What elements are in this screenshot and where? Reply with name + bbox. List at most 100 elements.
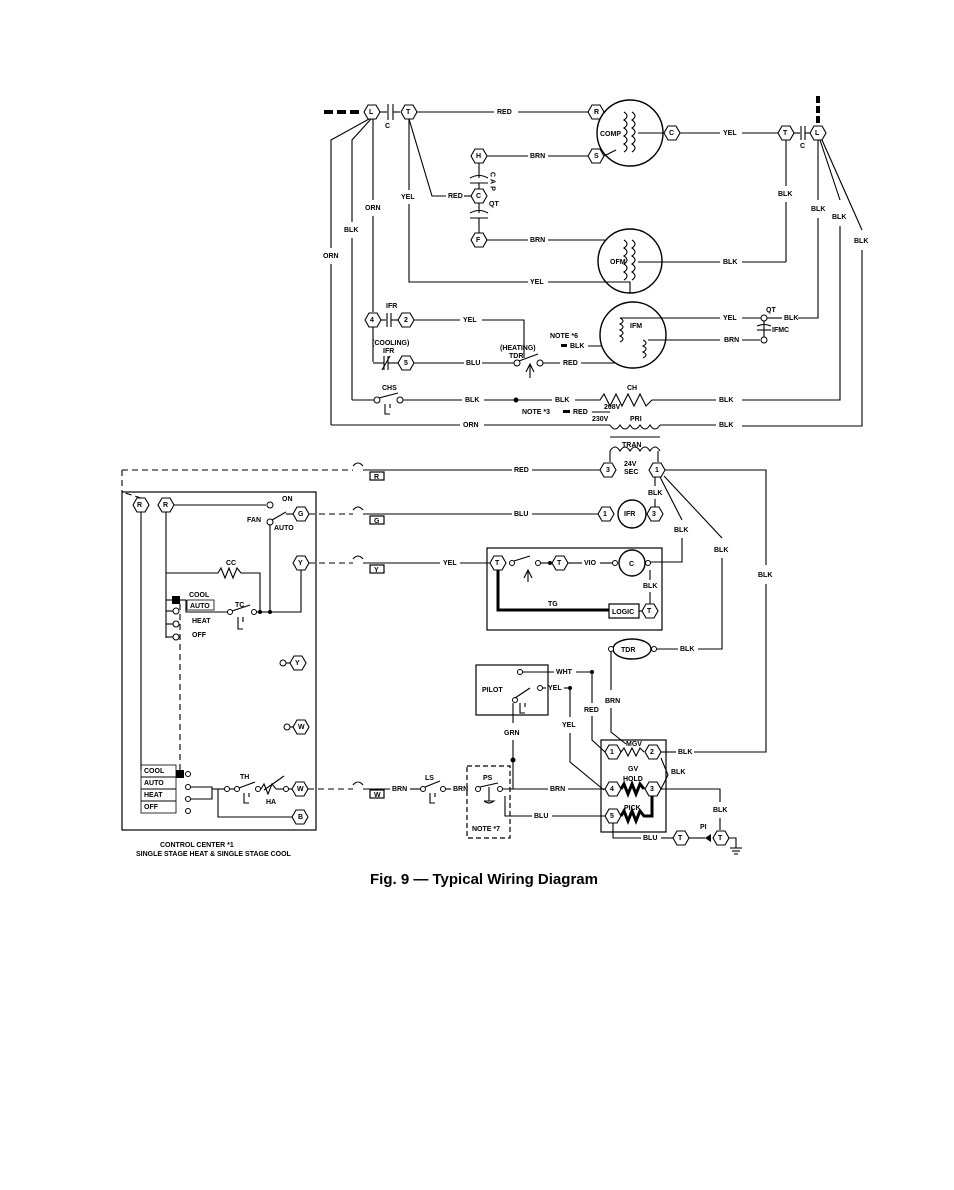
ch-label: CH: [627, 385, 637, 392]
terminal-b[interactable]: [291, 809, 309, 825]
terminal-y2[interactable]: [289, 655, 307, 671]
wire-blk-18: BLK: [680, 646, 694, 653]
terminal-cap-h-label: H: [476, 153, 481, 160]
hold-label: HOLD: [623, 776, 643, 783]
terminal-ifr-3-label: 3: [652, 511, 656, 518]
terminal-g-strip-label: G: [374, 518, 380, 525]
terminal-mgv-3-label: 3: [650, 786, 654, 793]
terminal-ifr-2-label: 2: [404, 317, 408, 324]
wire-yel-2: YEL: [401, 194, 415, 201]
wire-blk-11: BLK: [719, 397, 733, 404]
wire-blk-1: BLK: [723, 259, 737, 266]
wire-blk-12: BLK: [719, 422, 733, 429]
tdr-coil-label: TDR: [621, 647, 635, 654]
terminal-tg-t3-label: T: [647, 608, 652, 615]
pilot-label: PILOT: [482, 687, 503, 694]
wire-blk-9: BLK: [465, 397, 479, 404]
terminal-mgv-4-label: 4: [610, 786, 614, 793]
wire-blk-15: BLK: [643, 583, 657, 590]
mode2-cool-label: COOL: [144, 768, 165, 775]
tg-label: TG: [548, 601, 558, 608]
pilot-box: [475, 664, 549, 716]
terminal-sec-3: [599, 462, 617, 478]
terminal-w2[interactable]: [292, 719, 310, 735]
terminal-tg-t3: [641, 603, 659, 619]
terminal-tg-t1-label: T: [495, 560, 500, 567]
pi-label: PI: [700, 824, 707, 831]
ifr-label: IFR: [386, 303, 397, 310]
wire-red-1: RED: [497, 109, 512, 116]
ifm-label: IFM: [630, 323, 642, 330]
wire-yel-7-c: YEL: [443, 560, 457, 567]
contactor-c2-label: C: [800, 143, 805, 150]
mode-auto-label: AUTO: [190, 603, 210, 610]
wire-brn-6: BRN: [453, 786, 468, 793]
ps-box: [466, 765, 511, 839]
terminal-t2-label: T: [783, 130, 788, 137]
chs-label: CHS: [382, 385, 397, 392]
wire-vio: VIO: [584, 560, 597, 567]
wire-red-4: RED: [514, 467, 529, 474]
note-6-label: NOTE *6: [550, 333, 578, 340]
wire-brn-7: BRN: [550, 786, 565, 793]
wire-blu-2: BLU: [514, 511, 528, 518]
wire-blk-14: BLK: [674, 527, 688, 534]
mode-cool-label: COOL: [189, 592, 210, 599]
terminal-rh-label: R: [137, 502, 142, 509]
wire-brn-5: BRN: [392, 786, 407, 793]
ifmc-label: IFMC: [772, 327, 789, 334]
gv-label: GV: [628, 766, 638, 773]
wire-blk-8: BLK: [570, 343, 584, 350]
terminal-cap-f-label: F: [476, 237, 481, 244]
figure-caption: Fig. 9 — Typical Wiring Diagram: [370, 871, 598, 888]
mode2-off-label: OFF: [144, 804, 159, 811]
terminal-pi-t2-label: T: [718, 835, 723, 842]
terminal-w2-label: W: [298, 724, 305, 731]
indoor-fan-motor-icon: [599, 301, 667, 369]
v24-label: 24V: [624, 461, 637, 468]
terminal-comp-r-label: R: [594, 109, 599, 116]
wire-blk-17: BLK: [758, 572, 772, 579]
terminal-w1-label: W: [297, 786, 304, 793]
wire-yel-7: YEL: [562, 722, 576, 729]
compressor-label: COMP: [600, 131, 621, 138]
wire-blu-1: BLU: [466, 360, 480, 367]
terminal-g-label: G: [298, 511, 304, 518]
wire-blu-3: BLU: [534, 813, 548, 820]
control-center-box: [121, 491, 317, 831]
terminal-y-strip: [369, 564, 385, 574]
ifr-coil-icon: [617, 499, 647, 529]
heating-label: (HEATING): [500, 345, 536, 352]
terminal-tg-t1: [489, 555, 507, 571]
terminal-cap-c: [470, 188, 488, 204]
wire-blk-4: BLK: [811, 206, 825, 213]
wire-orn-3: ORN: [463, 422, 479, 429]
ha-label: HA: [266, 799, 276, 806]
contactor-c-label: C: [385, 123, 390, 130]
capacitor-label: CAP: [489, 172, 496, 193]
tc-label: TC: [235, 602, 244, 609]
terminal-r-strip-label: R: [374, 474, 379, 481]
mgv-box: [600, 739, 667, 833]
wire-blk-16: BLK: [714, 547, 728, 554]
tg-box: [486, 547, 663, 631]
mode-off-label: OFF: [192, 632, 207, 639]
mgv-label: MGV: [626, 741, 642, 748]
wire-wht: WHT: [556, 669, 573, 676]
terminal-mgv-1-label: 1: [610, 749, 614, 756]
ofm-label: OFM: [610, 259, 626, 266]
terminal-ifr-4-label: 4: [370, 317, 374, 324]
terminal-l1-label: L: [369, 109, 374, 116]
cooling-label: (COOLING): [372, 340, 409, 347]
terminal-b-label: B: [298, 814, 303, 821]
wire-blu-4: BLU: [643, 835, 657, 842]
terminal-pi-t1-label: T: [678, 835, 683, 842]
wire-yel-3: YEL: [530, 279, 544, 286]
wire-yel-5: YEL: [723, 315, 737, 322]
wire-brn-4: BRN: [605, 698, 620, 705]
terminal-rc-label: R: [163, 502, 168, 509]
terminal-comp-s-label: S: [594, 153, 599, 160]
wire-brn-2: BRN: [530, 237, 545, 244]
v230-label: 230V: [592, 416, 609, 423]
wire-red-5: RED: [573, 409, 588, 416]
